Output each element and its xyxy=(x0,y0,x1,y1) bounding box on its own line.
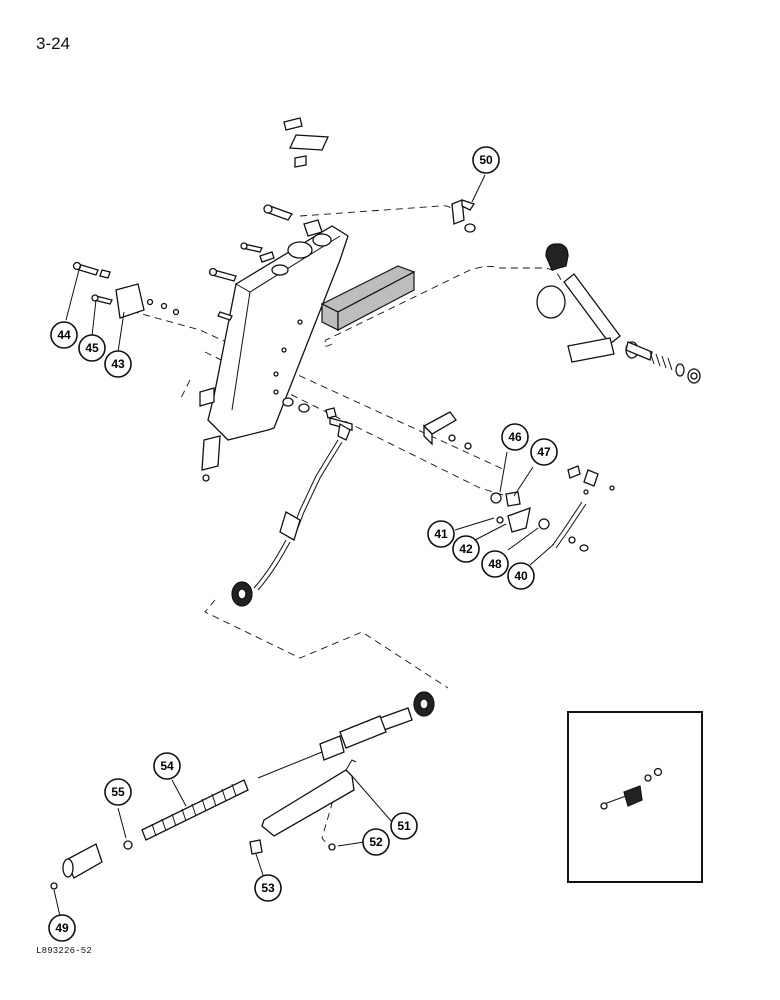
callout-46: 46 xyxy=(501,423,529,451)
callout-42: 42 xyxy=(452,535,480,563)
callout-label-41: 41 xyxy=(434,527,448,541)
upper-bracket-hardware xyxy=(263,117,329,237)
cable-end-fitting xyxy=(50,840,133,890)
clip-bracket xyxy=(451,199,476,233)
callout-label-48: 48 xyxy=(488,557,502,571)
leader-lines xyxy=(53,174,555,917)
detail-inset xyxy=(567,711,703,883)
cable-guide-bracket xyxy=(249,759,357,855)
callout-label-45: 45 xyxy=(85,341,99,355)
callout-55: 55 xyxy=(104,778,132,806)
main-support-panel xyxy=(199,225,349,482)
callout-50: 50 xyxy=(472,146,500,174)
callout-48: 48 xyxy=(481,550,509,578)
callout-label-53: 53 xyxy=(261,881,275,895)
callout-label-44: 44 xyxy=(57,328,71,342)
callout-47: 47 xyxy=(530,438,558,466)
callout-44: 44 xyxy=(50,321,78,349)
pivot-linkage-hardware xyxy=(490,465,615,552)
callout-label-47: 47 xyxy=(537,445,551,459)
callout-43: 43 xyxy=(104,350,132,378)
illustration-reference-code: L893226-52 xyxy=(36,946,93,956)
callout-54: 54 xyxy=(153,752,181,780)
callout-53: 53 xyxy=(254,874,282,902)
callout-label-51: 51 xyxy=(397,819,411,833)
center-bracket xyxy=(422,411,472,450)
callout-label-46: 46 xyxy=(508,430,522,444)
coil-spring xyxy=(141,779,249,841)
assembly-guide-lines xyxy=(119,205,563,849)
mounting-plate xyxy=(115,283,180,319)
callout-49: 49 xyxy=(48,914,76,942)
callout-40: 40 xyxy=(507,562,535,590)
callout-51: 51 xyxy=(390,812,418,840)
control-cable-upper xyxy=(231,422,351,607)
panel-bolts xyxy=(72,242,275,321)
callout-41: 41 xyxy=(427,520,455,548)
callout-label-50: 50 xyxy=(479,153,493,167)
callout-label-42: 42 xyxy=(459,542,473,556)
control-cable-lower xyxy=(257,691,435,779)
callout-label-55: 55 xyxy=(111,785,125,799)
callout-45: 45 xyxy=(78,334,106,362)
callout-label-49: 49 xyxy=(55,921,69,935)
callout-label-40: 40 xyxy=(514,569,528,583)
page-number: 3-24 xyxy=(36,34,71,53)
callout-label-43: 43 xyxy=(111,357,125,371)
callout-label-54: 54 xyxy=(160,759,174,773)
callout-label-52: 52 xyxy=(369,835,383,849)
callout-52: 52 xyxy=(362,828,390,856)
foam-pad xyxy=(320,265,416,331)
hand-lever-assembly xyxy=(536,243,701,384)
